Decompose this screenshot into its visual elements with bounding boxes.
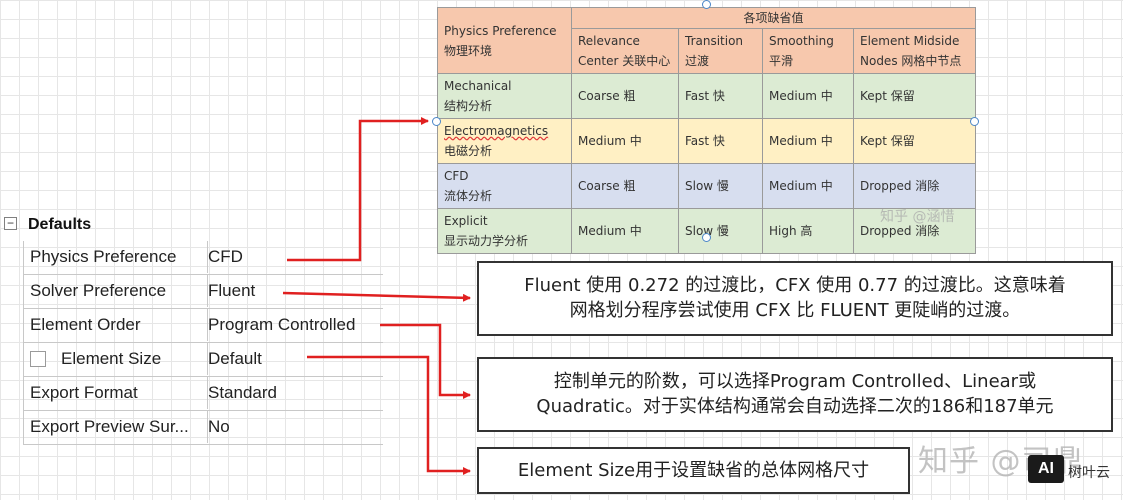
table-cell: High 高 [762, 208, 854, 254]
table-cell: Dropped 消除 [852, 208, 977, 254]
property-rows: Physics Preference CFD Solver Preference… [23, 241, 383, 445]
defaults-group-header[interactable]: − Defaults [0, 208, 382, 241]
property-name: Element Size [24, 343, 208, 375]
property-name: Export Format [24, 377, 208, 409]
header-physics-preference: Physics Preference 物理环境 [437, 7, 572, 74]
table-cell: Medium 中 [762, 73, 854, 119]
table-cell: Coarse 粗 [571, 163, 679, 209]
arrow-solver-to-note [282, 291, 471, 302]
table-cell: Medium 中 [571, 208, 679, 254]
element-size-checkbox[interactable] [30, 351, 46, 367]
table-row: Electromagnetics 电磁分析 Medium 中 Fast 快 Me… [437, 118, 977, 164]
table-cell: Coarse 粗 [571, 73, 679, 119]
table-row: Explicit 显示动力学分析 Medium 中 Slow 慢 High 高 … [437, 208, 977, 254]
row-name-cell: Explicit 显示动力学分析 [437, 208, 572, 254]
selection-handle-top[interactable] [702, 0, 711, 9]
selection-handle-right[interactable] [970, 117, 979, 126]
logo-text: 树叶云 [1068, 465, 1110, 481]
property-row-physics-preference[interactable]: Physics Preference CFD [24, 241, 383, 275]
row-name-cell: CFD 流体分析 [437, 163, 572, 209]
table-cell: Kept 保留 [852, 73, 977, 119]
element-order-note: 控制单元的阶数，可以选择Program Controlled、Linear或 Q… [477, 357, 1113, 432]
header-transition: Transition 过渡 [678, 28, 763, 74]
property-value[interactable]: Standard [208, 383, 277, 402]
details-property-grid: − Defaults Physics Preference CFD Solver… [0, 208, 383, 445]
selection-handle-bottom[interactable] [702, 233, 711, 242]
property-row-solver-preference[interactable]: Solver Preference Fluent [24, 275, 383, 309]
header-relevance-center: Relevance Center 关联中心 [571, 28, 679, 74]
property-row-element-size[interactable]: Element Size Default [24, 343, 383, 377]
row-name-cell: Mechanical 结构分析 [437, 73, 572, 119]
element-size-note: Element Size用于设置缺省的总体网格尺寸 [477, 447, 910, 494]
arrow-physics-to-table [287, 117, 429, 262]
header-defaults-group: 各项缺省值 [570, 7, 977, 29]
property-row-export-preview-surface[interactable]: Export Preview Sur... No [24, 411, 383, 445]
property-value[interactable]: Default [208, 349, 262, 368]
header-smoothing: Smoothing 平滑 [762, 28, 854, 74]
ai-logo-icon: AI [1028, 455, 1064, 483]
arrow-order-to-note [380, 323, 471, 399]
inline-watermark: 知乎 @涵惜 [880, 209, 955, 225]
table-cell: Dropped 消除 [852, 163, 977, 209]
physics-preference-table: Physics Preference 物理环境 各项缺省值 Relevance … [437, 7, 977, 254]
property-name: Solver Preference [24, 275, 208, 307]
table-row: Mechanical 结构分析 Coarse 粗 Fast 快 Medium 中… [437, 73, 977, 119]
table-cell: Medium 中 [571, 118, 679, 164]
property-row-element-order[interactable]: Element Order Program Controlled [24, 309, 383, 343]
property-value[interactable]: Program Controlled [208, 315, 356, 334]
property-value[interactable]: CFD [208, 247, 243, 266]
property-value[interactable]: No [208, 417, 230, 436]
header-element-midside-nodes: Element Midside Nodes 网格中节点 [852, 28, 977, 74]
table-cell: Fast 快 [678, 73, 763, 119]
table-cell: Slow 慢 [678, 208, 763, 254]
solver-transition-note: Fluent 使用 0.272 的过渡比，CFX 使用 0.77 的过渡比。这意… [477, 261, 1113, 336]
property-name: Element Order [24, 309, 208, 341]
arrow-size-to-note [307, 355, 471, 475]
property-name: Physics Preference [24, 241, 208, 273]
property-name: Export Preview Sur... [24, 411, 208, 443]
selection-handle-left[interactable] [432, 117, 441, 126]
table-row: CFD 流体分析 Coarse 粗 Slow 慢 Medium 中 Droppe… [437, 163, 977, 209]
table-cell: Medium 中 [762, 163, 854, 209]
collapse-toggle[interactable]: − [4, 217, 17, 230]
defaults-group-title: Defaults [28, 216, 92, 233]
table-cell: Slow 慢 [678, 163, 763, 209]
property-value[interactable]: Fluent [208, 281, 256, 300]
property-row-export-format[interactable]: Export Format Standard [24, 377, 383, 411]
table-cell: Fast 快 [678, 118, 763, 164]
row-name-cell: Electromagnetics 电磁分析 [437, 118, 572, 164]
